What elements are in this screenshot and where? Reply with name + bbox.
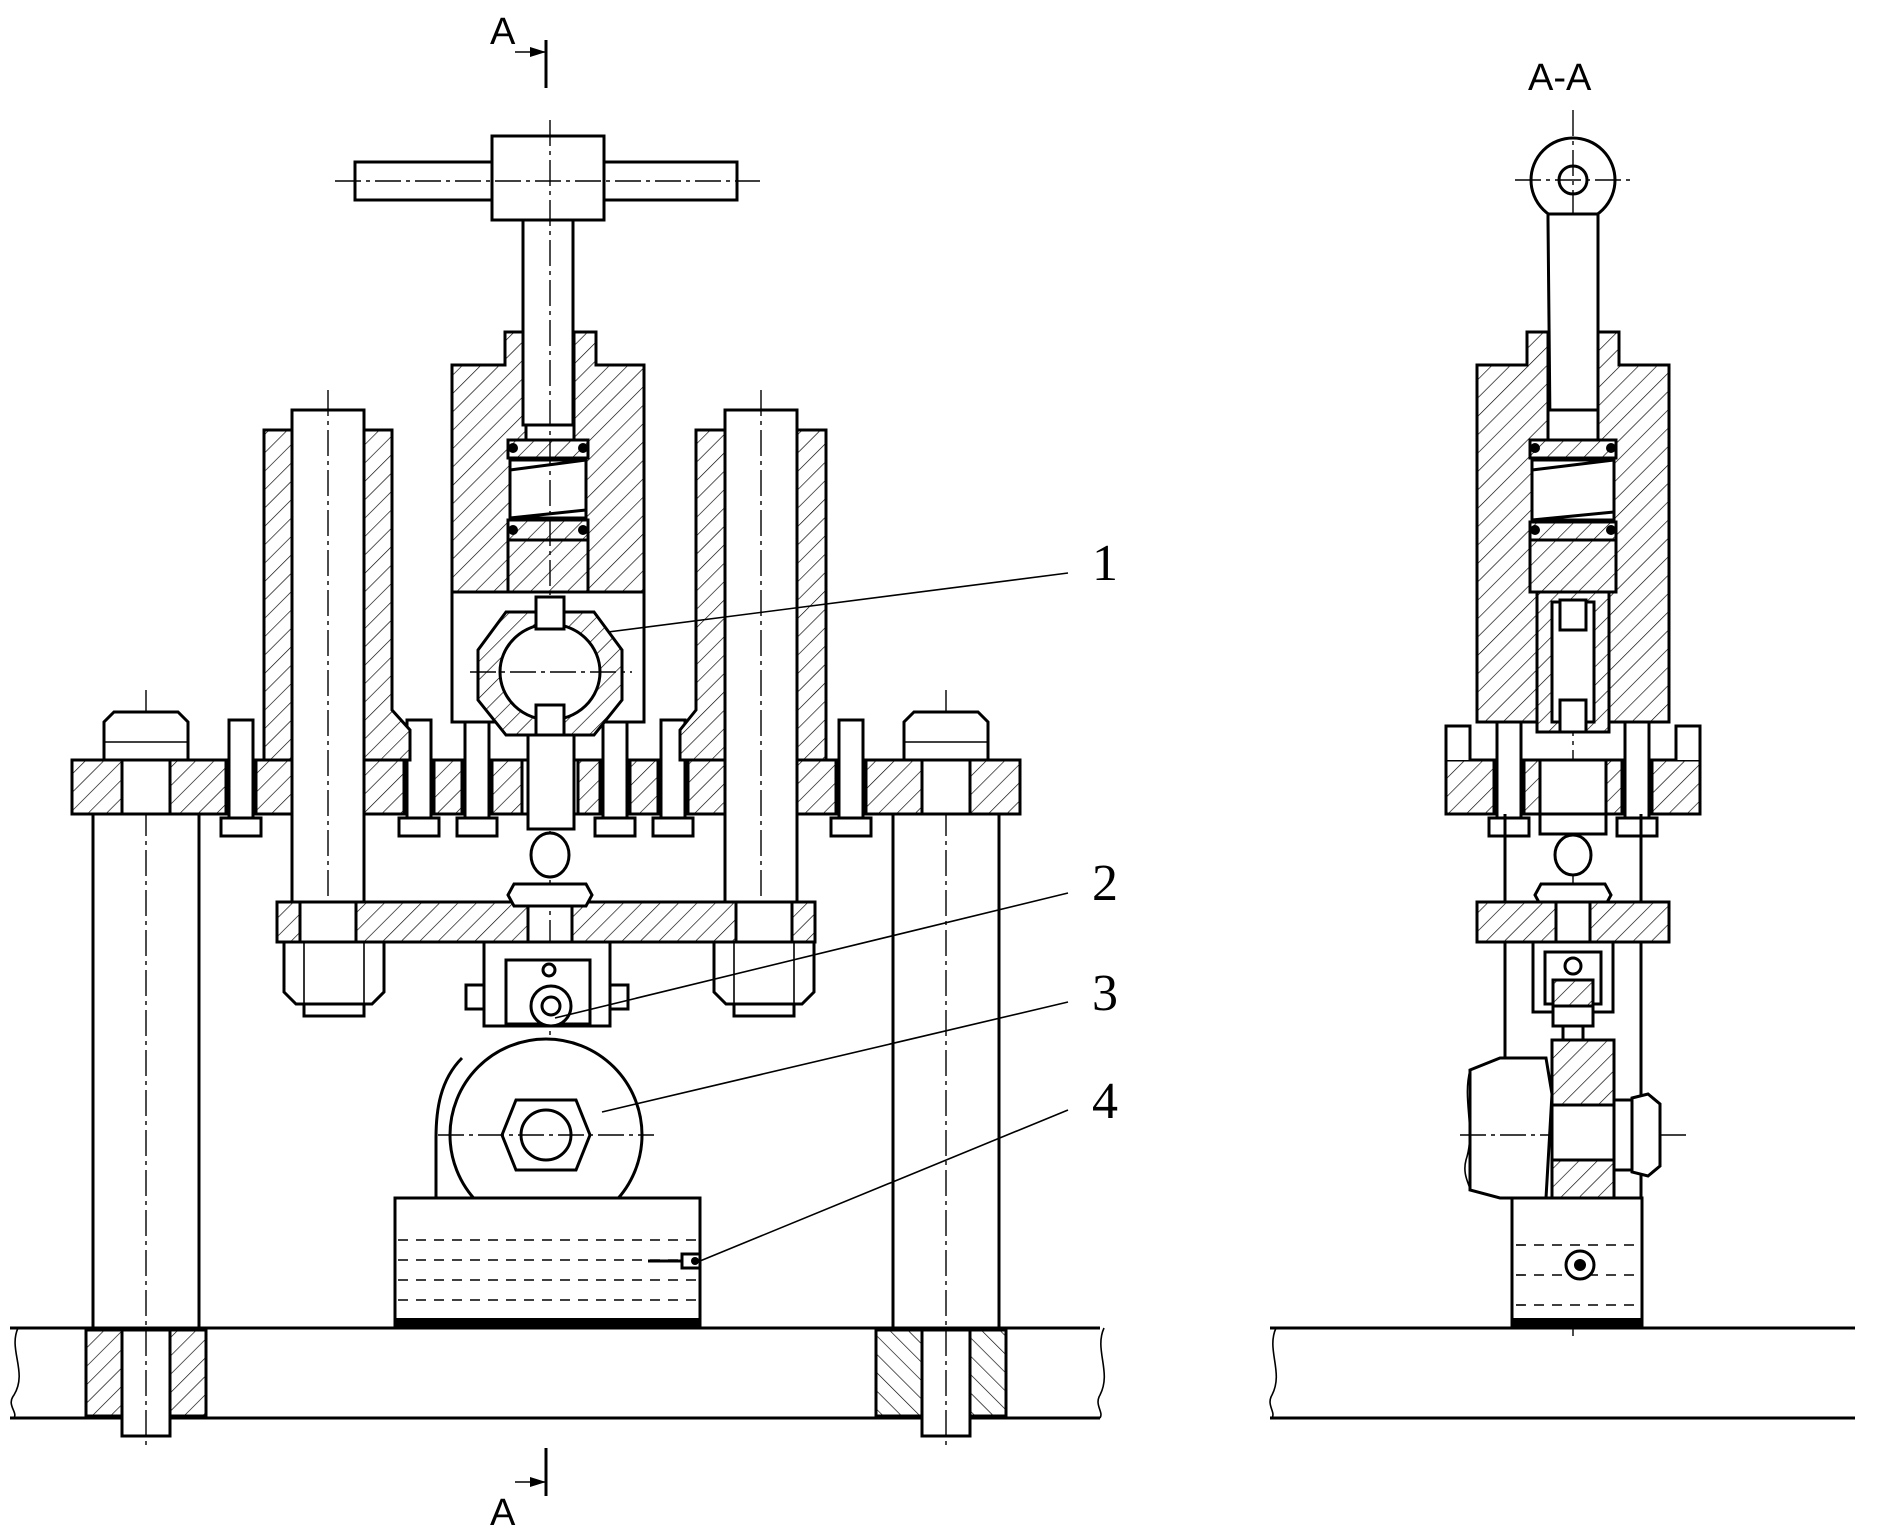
connector: [506, 733, 594, 908]
callout-1: 1: [1092, 535, 1118, 592]
callout-3: 3: [1092, 965, 1118, 1022]
leader-lines: [554, 572, 1069, 1262]
left-column: [91, 690, 201, 1445]
section-label-top: A: [490, 11, 516, 53]
front-view: 1 2 3 4 A A: [10, 11, 1118, 1534]
section-crossbar: [1444, 720, 1702, 838]
section-mark-top: A: [490, 11, 548, 88]
section-lower-assembly: [1475, 812, 1671, 1198]
load-ring: [470, 595, 632, 737]
callout-4: 4: [1092, 1073, 1118, 1130]
roller-holder: [464, 940, 630, 1028]
callout-2: 2: [1092, 855, 1118, 912]
right-column: [891, 690, 1001, 1445]
test-wheel: [434, 1037, 654, 1320]
column-nuts: [102, 710, 990, 762]
left-guide-sleeve: [262, 390, 412, 950]
section-housing: [1475, 330, 1671, 734]
oil-bath: [393, 1196, 702, 1328]
section-view-title: A-A: [1528, 57, 1592, 99]
section-wheel: [1460, 1038, 1690, 1227]
section-label-bottom: A: [490, 1492, 516, 1532]
section-base-plate: [1269, 1326, 1855, 1420]
base-plate: [10, 1326, 1105, 1438]
right-guide-sleeve: [678, 390, 828, 950]
section-view: A-A: [1269, 57, 1855, 1420]
section-oil-bath: [1510, 1196, 1644, 1328]
section-mark-bottom: A: [490, 1448, 548, 1534]
